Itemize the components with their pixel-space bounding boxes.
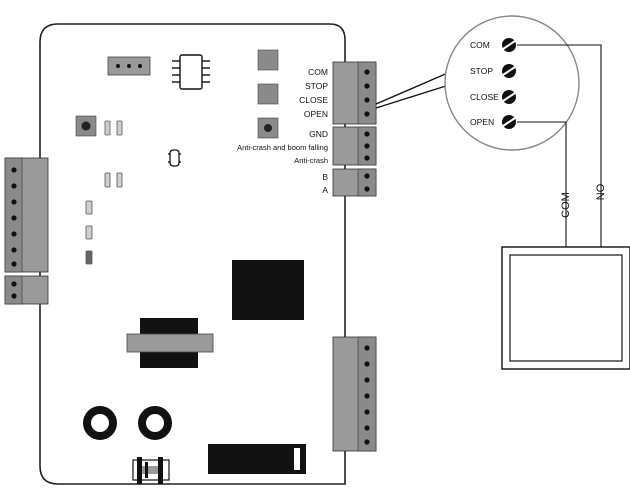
zoom-label-open: OPEN bbox=[470, 117, 494, 127]
header-connector bbox=[108, 57, 150, 75]
label-gnd: GND bbox=[309, 129, 328, 139]
push-button bbox=[76, 116, 96, 136]
zoom-circle bbox=[445, 16, 579, 150]
zoom-label-stop: STOP bbox=[470, 66, 493, 76]
zoom-screw-open bbox=[502, 115, 516, 129]
zoom-label-close: CLOSE bbox=[470, 92, 499, 102]
label-stop: STOP bbox=[305, 81, 328, 91]
main-processor-chip bbox=[232, 260, 304, 320]
zoom-screw-close bbox=[502, 90, 516, 104]
crystal-component bbox=[168, 150, 181, 166]
external-switch-box bbox=[502, 247, 630, 369]
terminal-block-lower-right bbox=[333, 337, 376, 451]
label-close: CLOSE bbox=[299, 95, 328, 105]
terminal-block-rs485 bbox=[333, 169, 376, 196]
wire-label-no: NO bbox=[595, 183, 607, 200]
label-anti-crash: Anti-crash bbox=[294, 156, 328, 165]
terminal-block-anticrash bbox=[333, 127, 376, 165]
label-com: COM bbox=[308, 67, 328, 77]
label-b: B bbox=[322, 172, 328, 182]
wire-label-com: COM bbox=[560, 192, 572, 218]
label-a: A bbox=[322, 185, 328, 195]
zoom-screw-stop bbox=[502, 64, 516, 78]
left-terminal-block bbox=[5, 158, 48, 272]
zoom-screw-com bbox=[502, 38, 516, 52]
label-open: OPEN bbox=[304, 109, 328, 119]
terminal-block-inputs bbox=[333, 62, 376, 124]
indicator-squares bbox=[258, 50, 278, 138]
label-anti-crash-boom: Anti-crash and boom falling bbox=[237, 143, 328, 152]
zoom-label-com: COM bbox=[470, 40, 490, 50]
left-small-terminal-block bbox=[5, 276, 48, 304]
relay bbox=[208, 444, 306, 474]
